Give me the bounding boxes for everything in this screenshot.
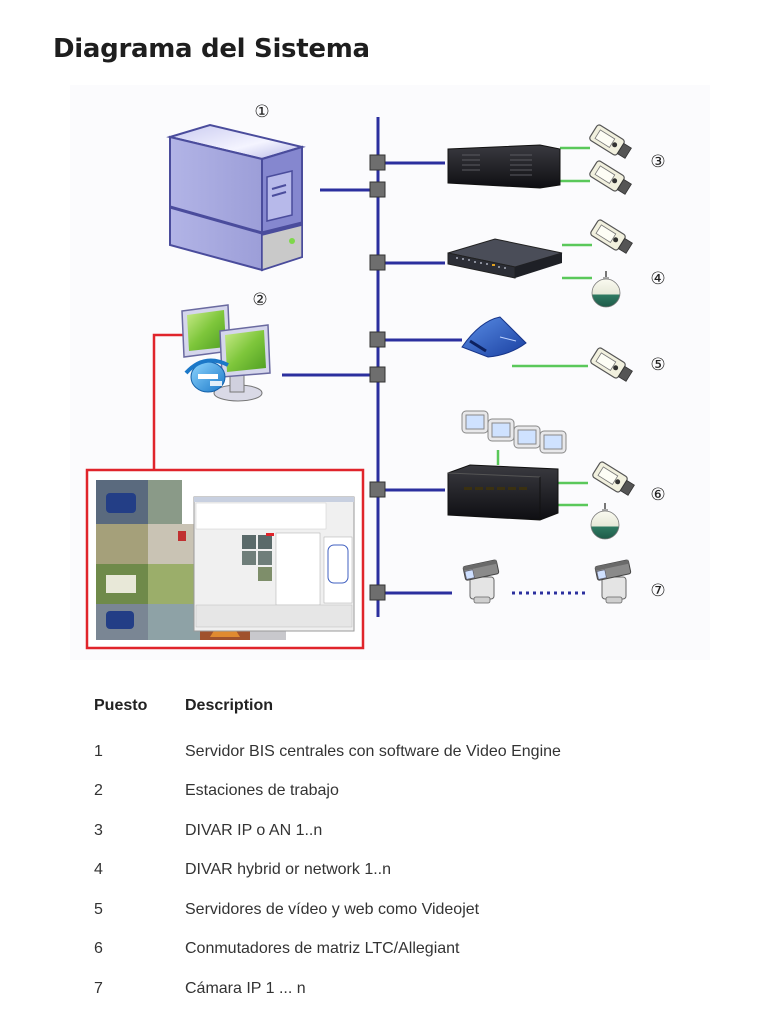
header-puesto: Puesto xyxy=(94,697,148,714)
callout-1: ① xyxy=(254,102,269,122)
central-server-icon xyxy=(166,123,306,272)
bus-node xyxy=(369,181,386,198)
legend-row: 1 Servidor BIS centrales con software de… xyxy=(94,732,654,772)
bus-node xyxy=(369,254,386,271)
row-description: Servidor BIS centrales con software de V… xyxy=(185,742,561,760)
row-description: DIVAR IP o AN 1..n xyxy=(185,821,323,839)
callout-2: ② xyxy=(252,290,267,310)
software-window xyxy=(193,496,355,632)
callout-3: ③ xyxy=(650,152,665,172)
row-description: DIVAR hybrid or network 1..n xyxy=(185,861,392,879)
header-description: Description xyxy=(185,697,274,714)
callout-labels: ① ② ③ ④ ⑤ ⑥ ⑦ xyxy=(252,102,665,601)
bus-node xyxy=(369,366,386,383)
legend-table: Puesto Description 1 Servidor BIS centra… xyxy=(94,693,654,1009)
divar-ip-recorder-icon xyxy=(447,144,561,189)
video-links xyxy=(496,146,592,507)
row-description: Conmutadores de matriz LTC/Allegiant xyxy=(185,940,460,958)
callout-6: ⑥ xyxy=(650,485,665,505)
legend-row: 3 DIVAR IP o AN 1..n xyxy=(94,811,654,851)
legend-row: 5 Servidores de vídeo y web como Videoje… xyxy=(94,890,654,930)
bus-node xyxy=(369,154,386,171)
callout-4: ④ xyxy=(650,269,665,289)
legend-row: 2 Estaciones de trabajo xyxy=(94,772,654,812)
row-description: Estaciones de trabajo xyxy=(185,782,339,800)
legend-row: 6 Conmutadores de matriz LTC/Allegiant xyxy=(94,930,654,970)
bus-node xyxy=(369,481,386,498)
network-branches xyxy=(282,161,588,595)
legend-row: 4 DIVAR hybrid or network 1..n xyxy=(94,851,654,891)
workstation-link xyxy=(152,333,194,470)
row-description: Cámara IP 1 ... n xyxy=(185,979,306,997)
row-id: 7 xyxy=(94,979,103,997)
row-id: 5 xyxy=(94,900,103,918)
row-id: 1 xyxy=(94,742,103,760)
callout-5: ⑤ xyxy=(650,355,665,375)
workstations-icon xyxy=(181,304,271,402)
workstation-screenshot xyxy=(85,468,365,650)
bus-node xyxy=(369,584,386,601)
bus-node xyxy=(369,331,386,348)
legend-header-row: Puesto Description xyxy=(94,693,654,719)
row-id: 4 xyxy=(94,861,103,879)
callout-7: ⑦ xyxy=(650,581,665,601)
row-id: 2 xyxy=(94,782,103,800)
divar-hybrid-recorder-icon xyxy=(447,238,563,279)
row-id: 3 xyxy=(94,821,103,839)
row-id: 6 xyxy=(94,940,103,958)
row-description: Servidores de vídeo y web como Videojet xyxy=(185,900,480,918)
legend-row: 7 Cámara IP 1 ... n xyxy=(94,969,654,1009)
matrix-switcher-icon xyxy=(447,464,559,521)
network-nodes xyxy=(369,154,386,601)
system-diagram: ① ② ③ ④ ⑤ ⑥ ⑦ xyxy=(70,85,710,660)
page-title: Diagrama del Sistema xyxy=(53,34,370,64)
videojet-server-icon xyxy=(461,316,527,358)
monitor-wall-icon xyxy=(461,410,567,454)
